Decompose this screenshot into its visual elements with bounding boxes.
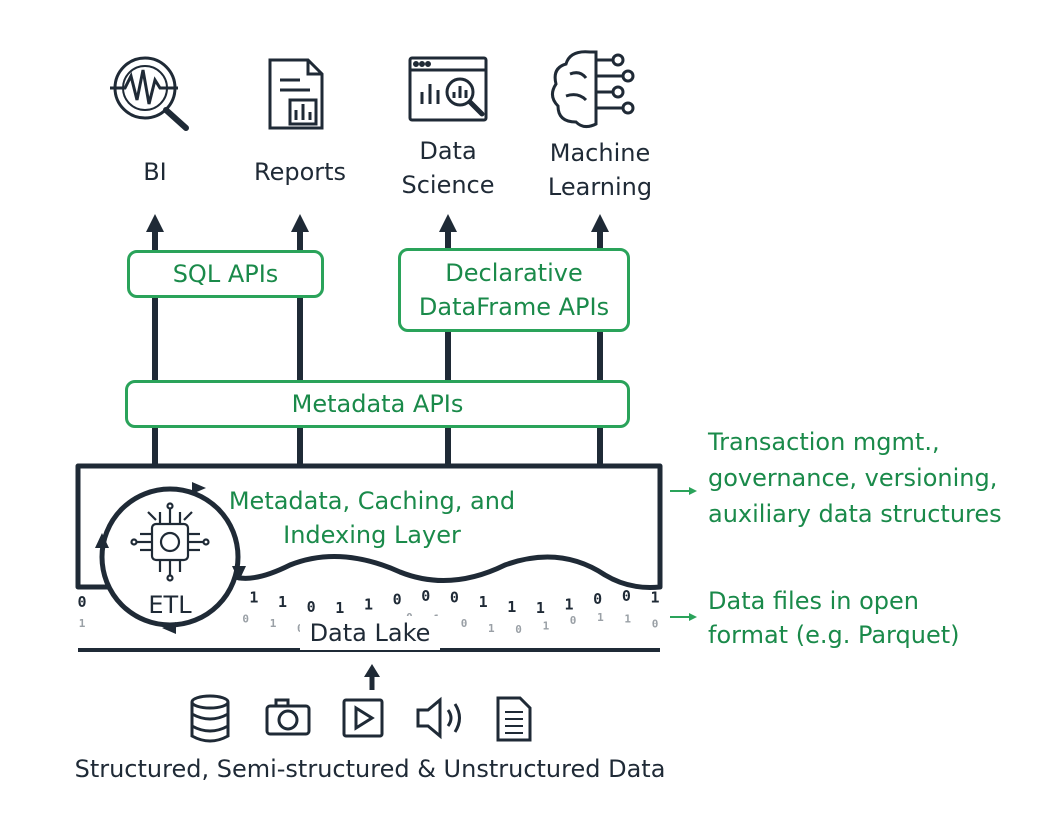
binary-digit: 0: [622, 587, 631, 605]
browser-analytics-icon: [408, 56, 488, 122]
binary-digit: 1: [79, 617, 86, 630]
binary-digit: 0: [515, 623, 522, 636]
brain-circuit-icon: [551, 50, 635, 129]
binary-digit: 1: [650, 589, 659, 607]
binary-stream: 011011000111100110101110101010110: [77, 587, 659, 636]
sql-apis-box: SQL APIs: [127, 250, 324, 298]
data-lake-label: Data Lake: [300, 616, 440, 650]
video-play-icon: [342, 698, 384, 738]
binary-digit: 1: [536, 599, 545, 617]
magnifier-waveform-icon: [110, 56, 189, 131]
binary-digit: 1: [488, 622, 495, 635]
binary-digit: 0: [450, 588, 459, 606]
consumer-label-reports: Reports: [253, 158, 347, 186]
consumer-label-bi: BI: [143, 158, 167, 186]
camera-icon: [265, 698, 311, 736]
binary-digit: 1: [249, 588, 258, 606]
metadata-apis-box: Metadata APIs: [125, 380, 630, 428]
text-document-icon: [496, 696, 532, 742]
binary-digit: 1: [278, 593, 287, 611]
binary-digit: 1: [335, 599, 344, 617]
binary-digit: 1: [543, 619, 550, 632]
arrow-head-bi: [146, 214, 164, 232]
binary-digit: 1: [597, 611, 604, 624]
database-icon: [190, 694, 230, 743]
chip-cycle-icon: [130, 502, 210, 582]
data-files-note: Data files in open format (e.g. Parquet): [708, 587, 960, 649]
transaction-note: Transaction mgmt., governance, versionin…: [708, 428, 1002, 528]
binary-digit: 0: [652, 617, 659, 630]
arrow-head-data-science: [439, 214, 457, 232]
speaker-icon: [416, 696, 461, 740]
binary-digit: 0: [570, 614, 577, 627]
binary-digit: 0: [393, 590, 402, 608]
side-note-arrows: [670, 487, 697, 621]
etl-label: ETL: [148, 591, 192, 619]
report-document-icon: [268, 58, 324, 130]
binary-digit: 0: [421, 587, 430, 605]
arrow-head-machine-learning: [591, 214, 609, 232]
binary-digit: 1: [507, 598, 516, 616]
sources-caption: Structured, Semi-structured & Unstructur…: [74, 755, 666, 783]
binary-digit: 0: [242, 612, 249, 625]
binary-digit: 0: [461, 617, 468, 630]
source-arrow: [364, 664, 380, 690]
binary-digit: 1: [564, 595, 573, 613]
binary-digit: 1: [624, 613, 631, 626]
binary-digit: 0: [77, 593, 86, 611]
binary-digit: 0: [593, 590, 602, 608]
binary-digit: 1: [364, 596, 373, 614]
binary-digit: 1: [479, 593, 488, 611]
binary-digit: 1: [270, 617, 277, 630]
etl-cycle: [95, 482, 246, 634]
arrow-head-reports: [291, 214, 309, 232]
binary-digit: 0: [307, 598, 316, 616]
